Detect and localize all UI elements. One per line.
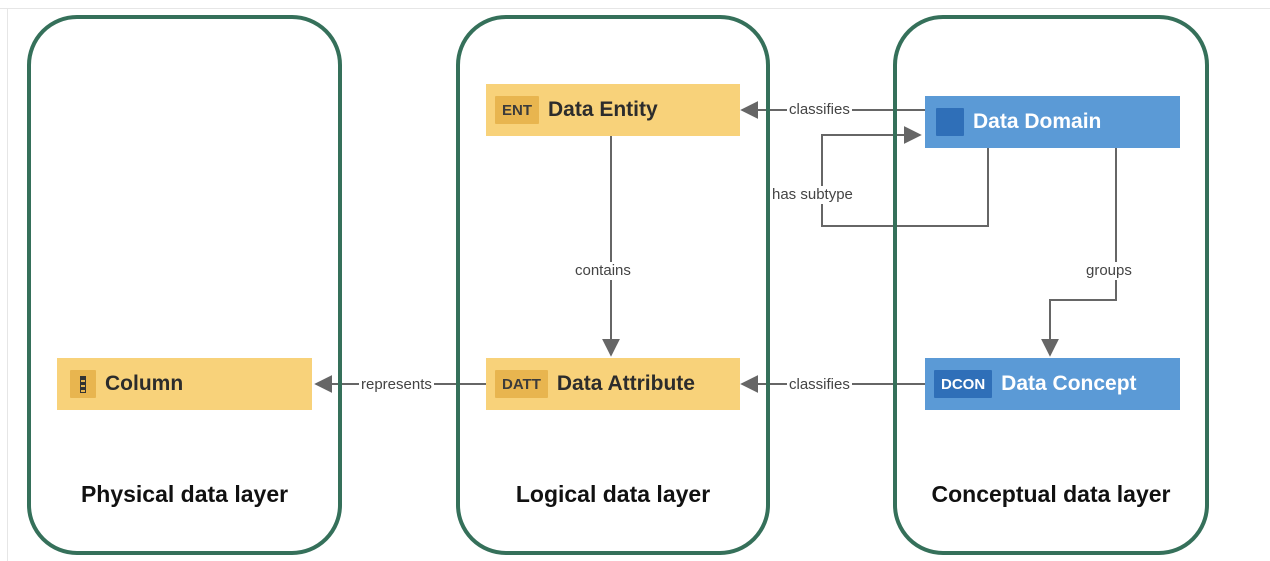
edge-label-contains: contains: [573, 262, 633, 280]
node-data-concept[interactable]: DCON Data Concept: [925, 358, 1180, 410]
node-data-attribute-label: Data Attribute: [556, 372, 695, 395]
dcon-badge: DCON: [934, 370, 993, 398]
edge-label-classifies-bottom: classifies: [787, 376, 852, 394]
physical-layer-title: Physical data layer: [80, 481, 289, 507]
datt-badge: DATT: [495, 370, 548, 398]
ent-badge: ENT: [495, 96, 539, 124]
node-data-domain[interactable]: Data Domain: [925, 96, 1180, 148]
logical-layer-panel: Logical data layer: [456, 15, 770, 555]
edge-label-groups: groups: [1084, 262, 1134, 280]
node-data-domain-label: Data Domain: [973, 110, 1102, 133]
node-data-concept-label: Data Concept: [1001, 372, 1137, 395]
column-icon: [70, 370, 96, 398]
node-column-label: Column: [105, 372, 184, 395]
edge-label-represents: represents: [359, 376, 434, 394]
logical-layer-title: Logical data layer: [515, 481, 711, 507]
edge-label-classifies-top: classifies: [787, 101, 852, 119]
physical-layer-panel: Physical data layer: [27, 15, 342, 555]
edge-domain-groups-concept: [1041, 148, 1117, 357]
edge-domain-has-subtype: [821, 126, 989, 227]
node-column[interactable]: Column: [57, 358, 312, 410]
left-divider: [7, 8, 8, 561]
top-divider: [0, 8, 1270, 9]
node-data-entity-label: Data Entity: [548, 98, 658, 121]
domain-square-icon: [936, 108, 964, 136]
edge-label-has-subtype: has subtype: [770, 186, 855, 204]
conceptual-layer-title: Conceptual data layer: [931, 481, 1171, 507]
conceptual-layer-panel: Conceptual data layer: [893, 15, 1209, 555]
node-data-attribute[interactable]: DATT Data Attribute: [486, 358, 740, 410]
node-data-entity[interactable]: ENT Data Entity: [486, 84, 740, 136]
